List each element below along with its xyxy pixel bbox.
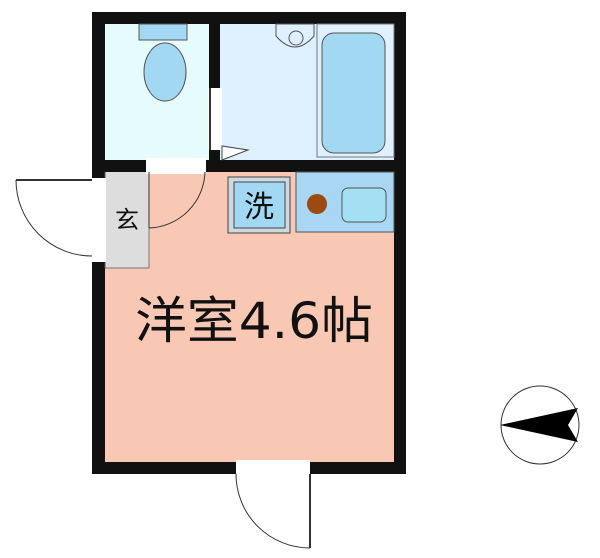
room-label: 洋室4.6帖 bbox=[135, 292, 373, 350]
stove-icon bbox=[307, 194, 327, 214]
entrance-floor bbox=[105, 172, 149, 268]
entrance-door-swing bbox=[15, 179, 93, 257]
inner-door-swing bbox=[148, 171, 206, 229]
sink-icon bbox=[341, 187, 387, 223]
washer-space: 洗 bbox=[227, 176, 291, 234]
washbasin-icon bbox=[275, 23, 315, 48]
entrance-label: 玄 bbox=[115, 206, 139, 234]
bath-door-swing bbox=[221, 145, 250, 161]
kitchen-counter bbox=[295, 171, 395, 233]
washer-label: 洗 bbox=[244, 190, 274, 225]
bathtub-icon bbox=[316, 23, 395, 158]
balcony-door-swing bbox=[235, 473, 311, 549]
toilet-icon bbox=[138, 23, 188, 102]
compass-icon bbox=[500, 385, 580, 465]
